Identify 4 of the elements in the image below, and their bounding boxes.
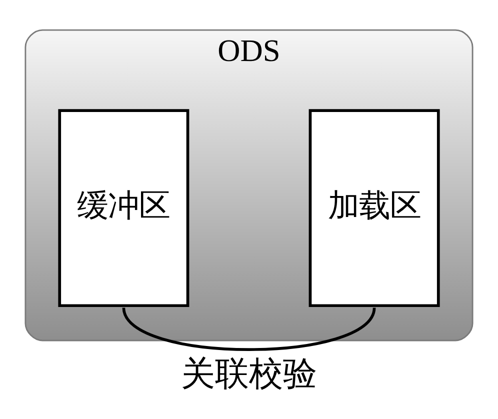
connector [122, 307, 376, 351]
node-box: 加载区 [308, 109, 440, 308]
caption: 关联校验 [181, 356, 317, 393]
node-box: 缓冲区 [58, 109, 190, 308]
